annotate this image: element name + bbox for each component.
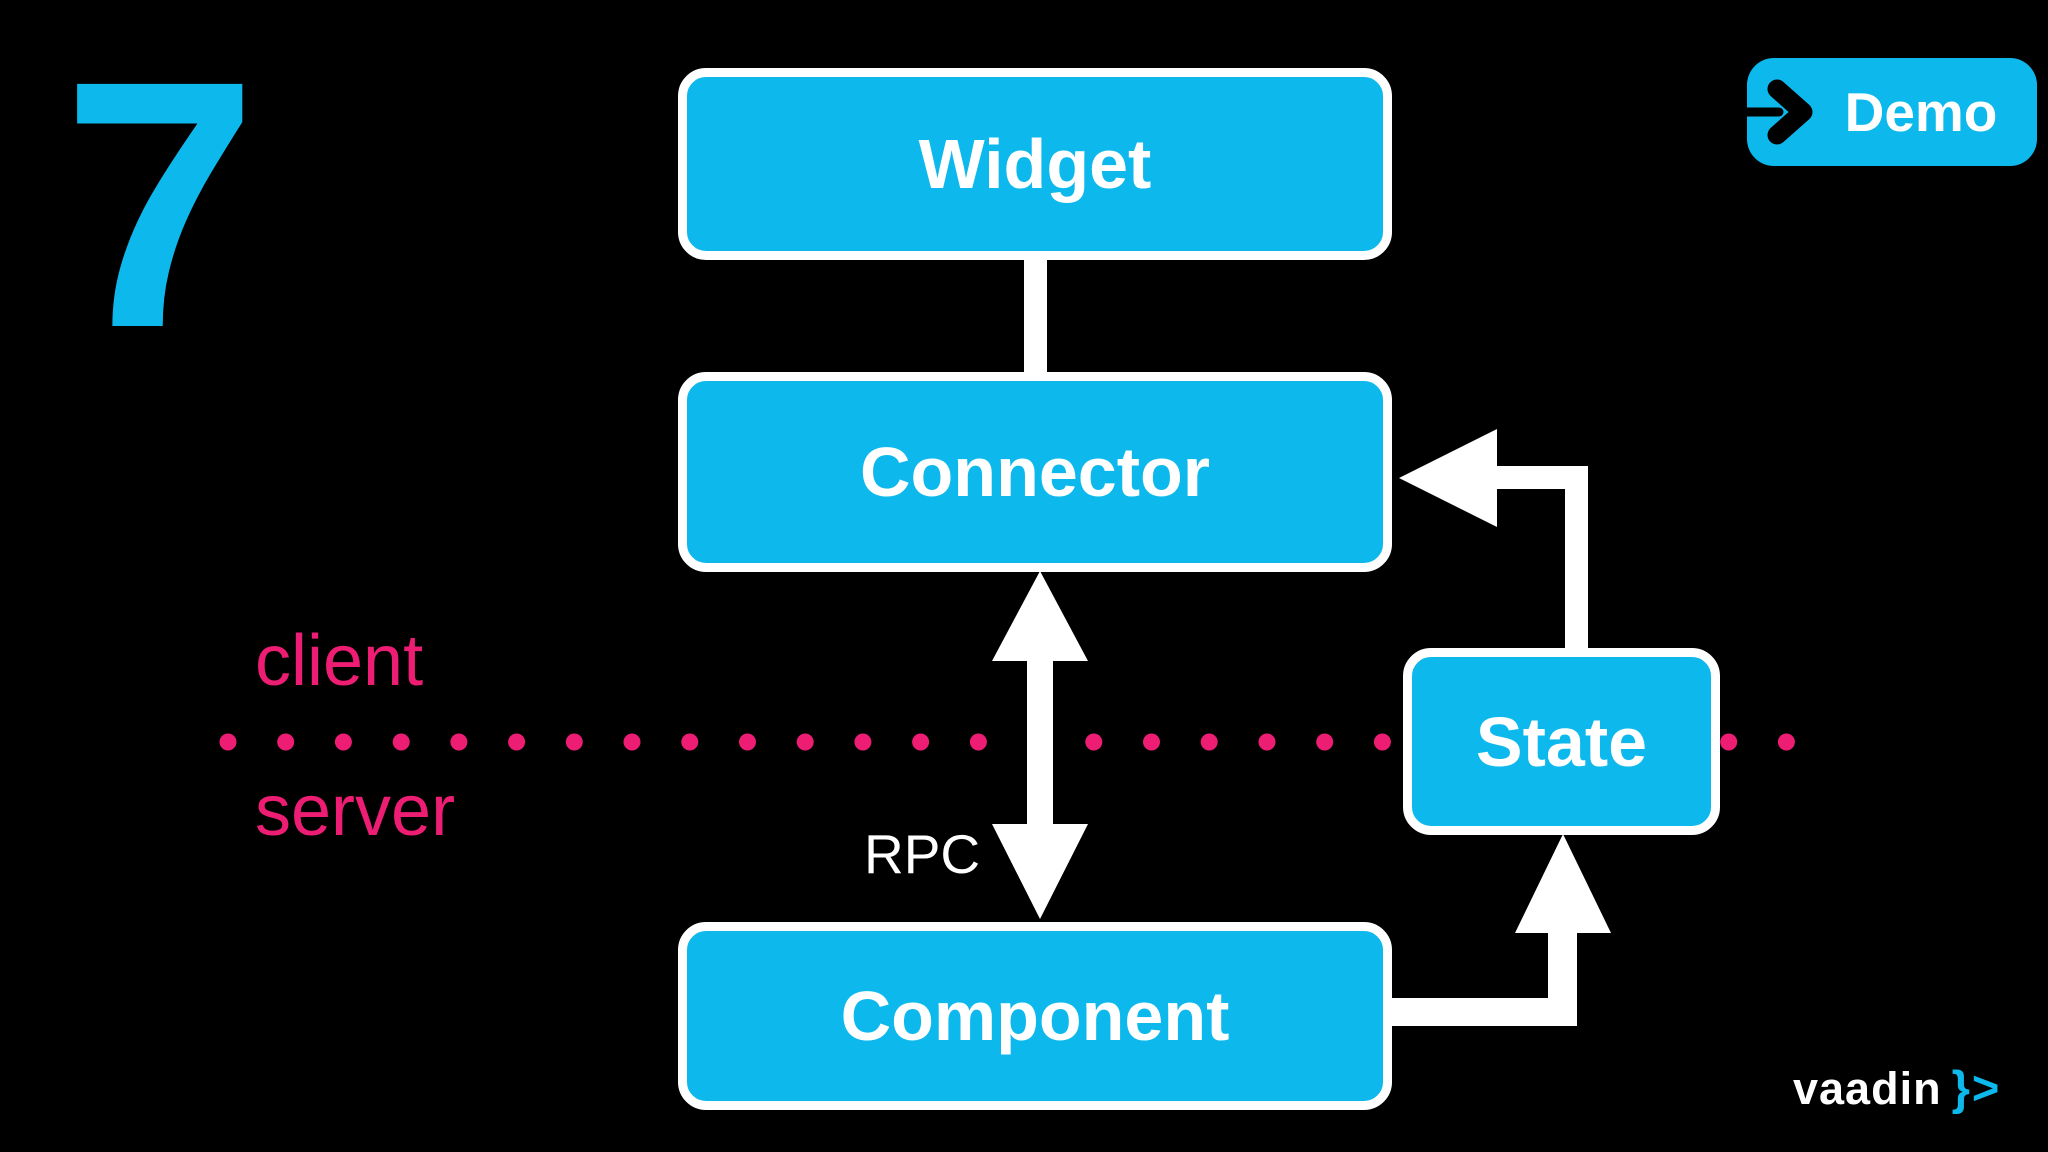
divider-dot: [623, 733, 641, 751]
node-state: State: [1403, 648, 1720, 835]
divider-dot: [277, 733, 295, 751]
divider-dot: [1373, 733, 1391, 751]
divider-dot: [1085, 733, 1103, 751]
divider-dot: [739, 733, 756, 751]
vaadin-logo-wordmark: vaadin: [1793, 1063, 1942, 1114]
divider-dot: [565, 733, 583, 751]
rpc-double-arrow: [992, 571, 1088, 919]
component-to-state-arrow: [1392, 834, 1611, 1026]
demo-button[interactable]: Demo: [1733, 58, 2037, 166]
slide-number: 7: [62, 7, 258, 401]
state-to-connector-arrow: [1399, 429, 1588, 652]
widget-connector-link: [1024, 252, 1047, 380]
divider-dot: [796, 733, 814, 751]
divider-dot: [1143, 733, 1160, 751]
divider-dot: [392, 733, 410, 751]
node-widget: Widget: [678, 68, 1392, 260]
divider-dot: [508, 733, 526, 751]
divider-dot: [912, 733, 930, 751]
node-state-label: State: [1475, 702, 1648, 781]
divider-dot: [1777, 733, 1795, 751]
divider-dot: [1258, 733, 1276, 751]
rpc-edge-label: RPC: [864, 823, 981, 885]
node-component: Component: [678, 922, 1392, 1110]
divider-dot: [219, 733, 237, 751]
node-connector-label: Connector: [860, 433, 1210, 511]
divider-dot: [1200, 733, 1218, 751]
divider-dot: [969, 733, 987, 751]
arrow-right-icon: [1733, 79, 1813, 145]
divider-dot: [1720, 733, 1738, 751]
divider-dot: [681, 733, 699, 751]
divider-dot: [334, 733, 352, 751]
node-widget-label: Widget: [918, 125, 1152, 203]
divider-dot: [1316, 733, 1334, 751]
tier-label-server: server: [255, 771, 456, 851]
divider-dot: [854, 733, 872, 751]
node-connector: Connector: [678, 372, 1392, 572]
node-component-label: Component: [840, 977, 1230, 1055]
vaadin-logo: vaadin }>: [1793, 1060, 2001, 1115]
tier-label-client: client: [255, 621, 424, 701]
vaadin-logo-bracket-icon: }>: [1951, 1061, 2002, 1114]
demo-button-label: Demo: [1844, 81, 1998, 143]
divider-dot: [450, 733, 468, 751]
